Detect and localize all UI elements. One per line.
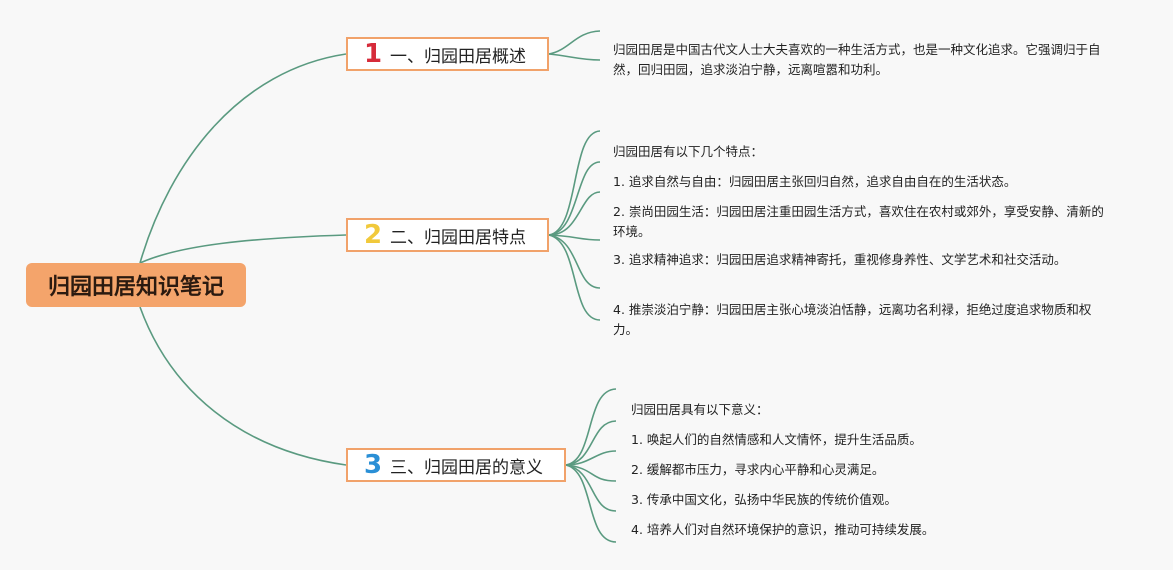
leaf-significance-2: 2. 缓解都市压力，寻求内心平静和心灵满足。	[631, 462, 885, 477]
connector-b2-leaf3	[548, 234, 601, 241]
connector-root-b1	[139, 53, 347, 264]
connector-b2-leaf2	[548, 191, 601, 236]
leaf-features-intro: 归园田居有以下几个特点：	[613, 144, 764, 159]
leaf-feature-3: 3. 追求精神追求：归园田居追求精神寄托，重视修身养性、文学艺术和社交活动。	[613, 252, 1067, 267]
connector-b1-leaf	[548, 30, 601, 55]
leaf-significance-1: 1. 唤起人们的自然情感和人文情怀，提升生活品质。	[631, 432, 922, 447]
number-two-icon: 2	[364, 220, 383, 250]
leaf-feature-4: 4. 推崇淡泊宁静：归园田居主张心境淡泊恬静，远离功名利禄，拒绝过度追求物质和权…	[613, 302, 1092, 337]
connector-b3-leaf1	[565, 420, 617, 466]
leaf-feature-1: 1. 追求自然与自由：归园田居主张回归自然，追求自由自在的生活状态。	[613, 174, 1017, 189]
connector-b3-leaf5	[565, 464, 617, 543]
root-node[interactable]: 归园田居知识笔记	[26, 263, 246, 307]
branch-node-overview[interactable]: 1 一、归园田居概述	[346, 37, 549, 71]
connector-b3-leaf3	[565, 464, 617, 482]
branch-label: 三、归园田居的意义	[390, 457, 543, 478]
connector-b1-leaf2	[548, 53, 601, 61]
leaf-feature-2: 2. 崇尚田园生活：归园田居注重田园生活方式，喜欢住在农村或郊外，享受安静、清新…	[613, 204, 1104, 239]
connector-root-b3	[139, 306, 347, 466]
leaf-significance-3: 3. 传承中国文化，弘扬中华民族的传统价值观。	[631, 492, 897, 507]
leaf-significance-intro: 归园田居具有以下意义：	[631, 402, 769, 417]
connector-b3-leaf0	[565, 388, 617, 466]
branch-label: 二、归园田居特点	[390, 227, 526, 248]
branch-node-significance[interactable]: 3 三、归园田居的意义	[346, 448, 566, 482]
number-three-icon: 3	[364, 450, 383, 480]
leaf-overview-text: 归园田居是中国古代文人士大夫喜欢的一种生活方式，也是一种文化追求。它强调归于自然…	[613, 42, 1101, 77]
connector-root-b2	[139, 234, 347, 264]
branch-label: 一、归园田居概述	[390, 46, 526, 67]
connector-b2-leaf0	[548, 130, 601, 236]
connector-b2-leaf5	[548, 234, 601, 321]
branch-node-features[interactable]: 2 二、归园田居特点	[346, 218, 549, 252]
connector-b3-leaf4	[565, 464, 617, 512]
connector-b3-leaf2	[565, 450, 617, 466]
leaf-significance-4: 4. 培养人们对自然环境保护的意识，推动可持续发展。	[631, 522, 935, 537]
connector-b2-leaf4	[548, 234, 601, 289]
number-one-icon: 1	[364, 39, 383, 69]
root-title: 归园田居知识笔记	[47, 275, 224, 300]
connector-b2-leaf1	[548, 161, 601, 236]
